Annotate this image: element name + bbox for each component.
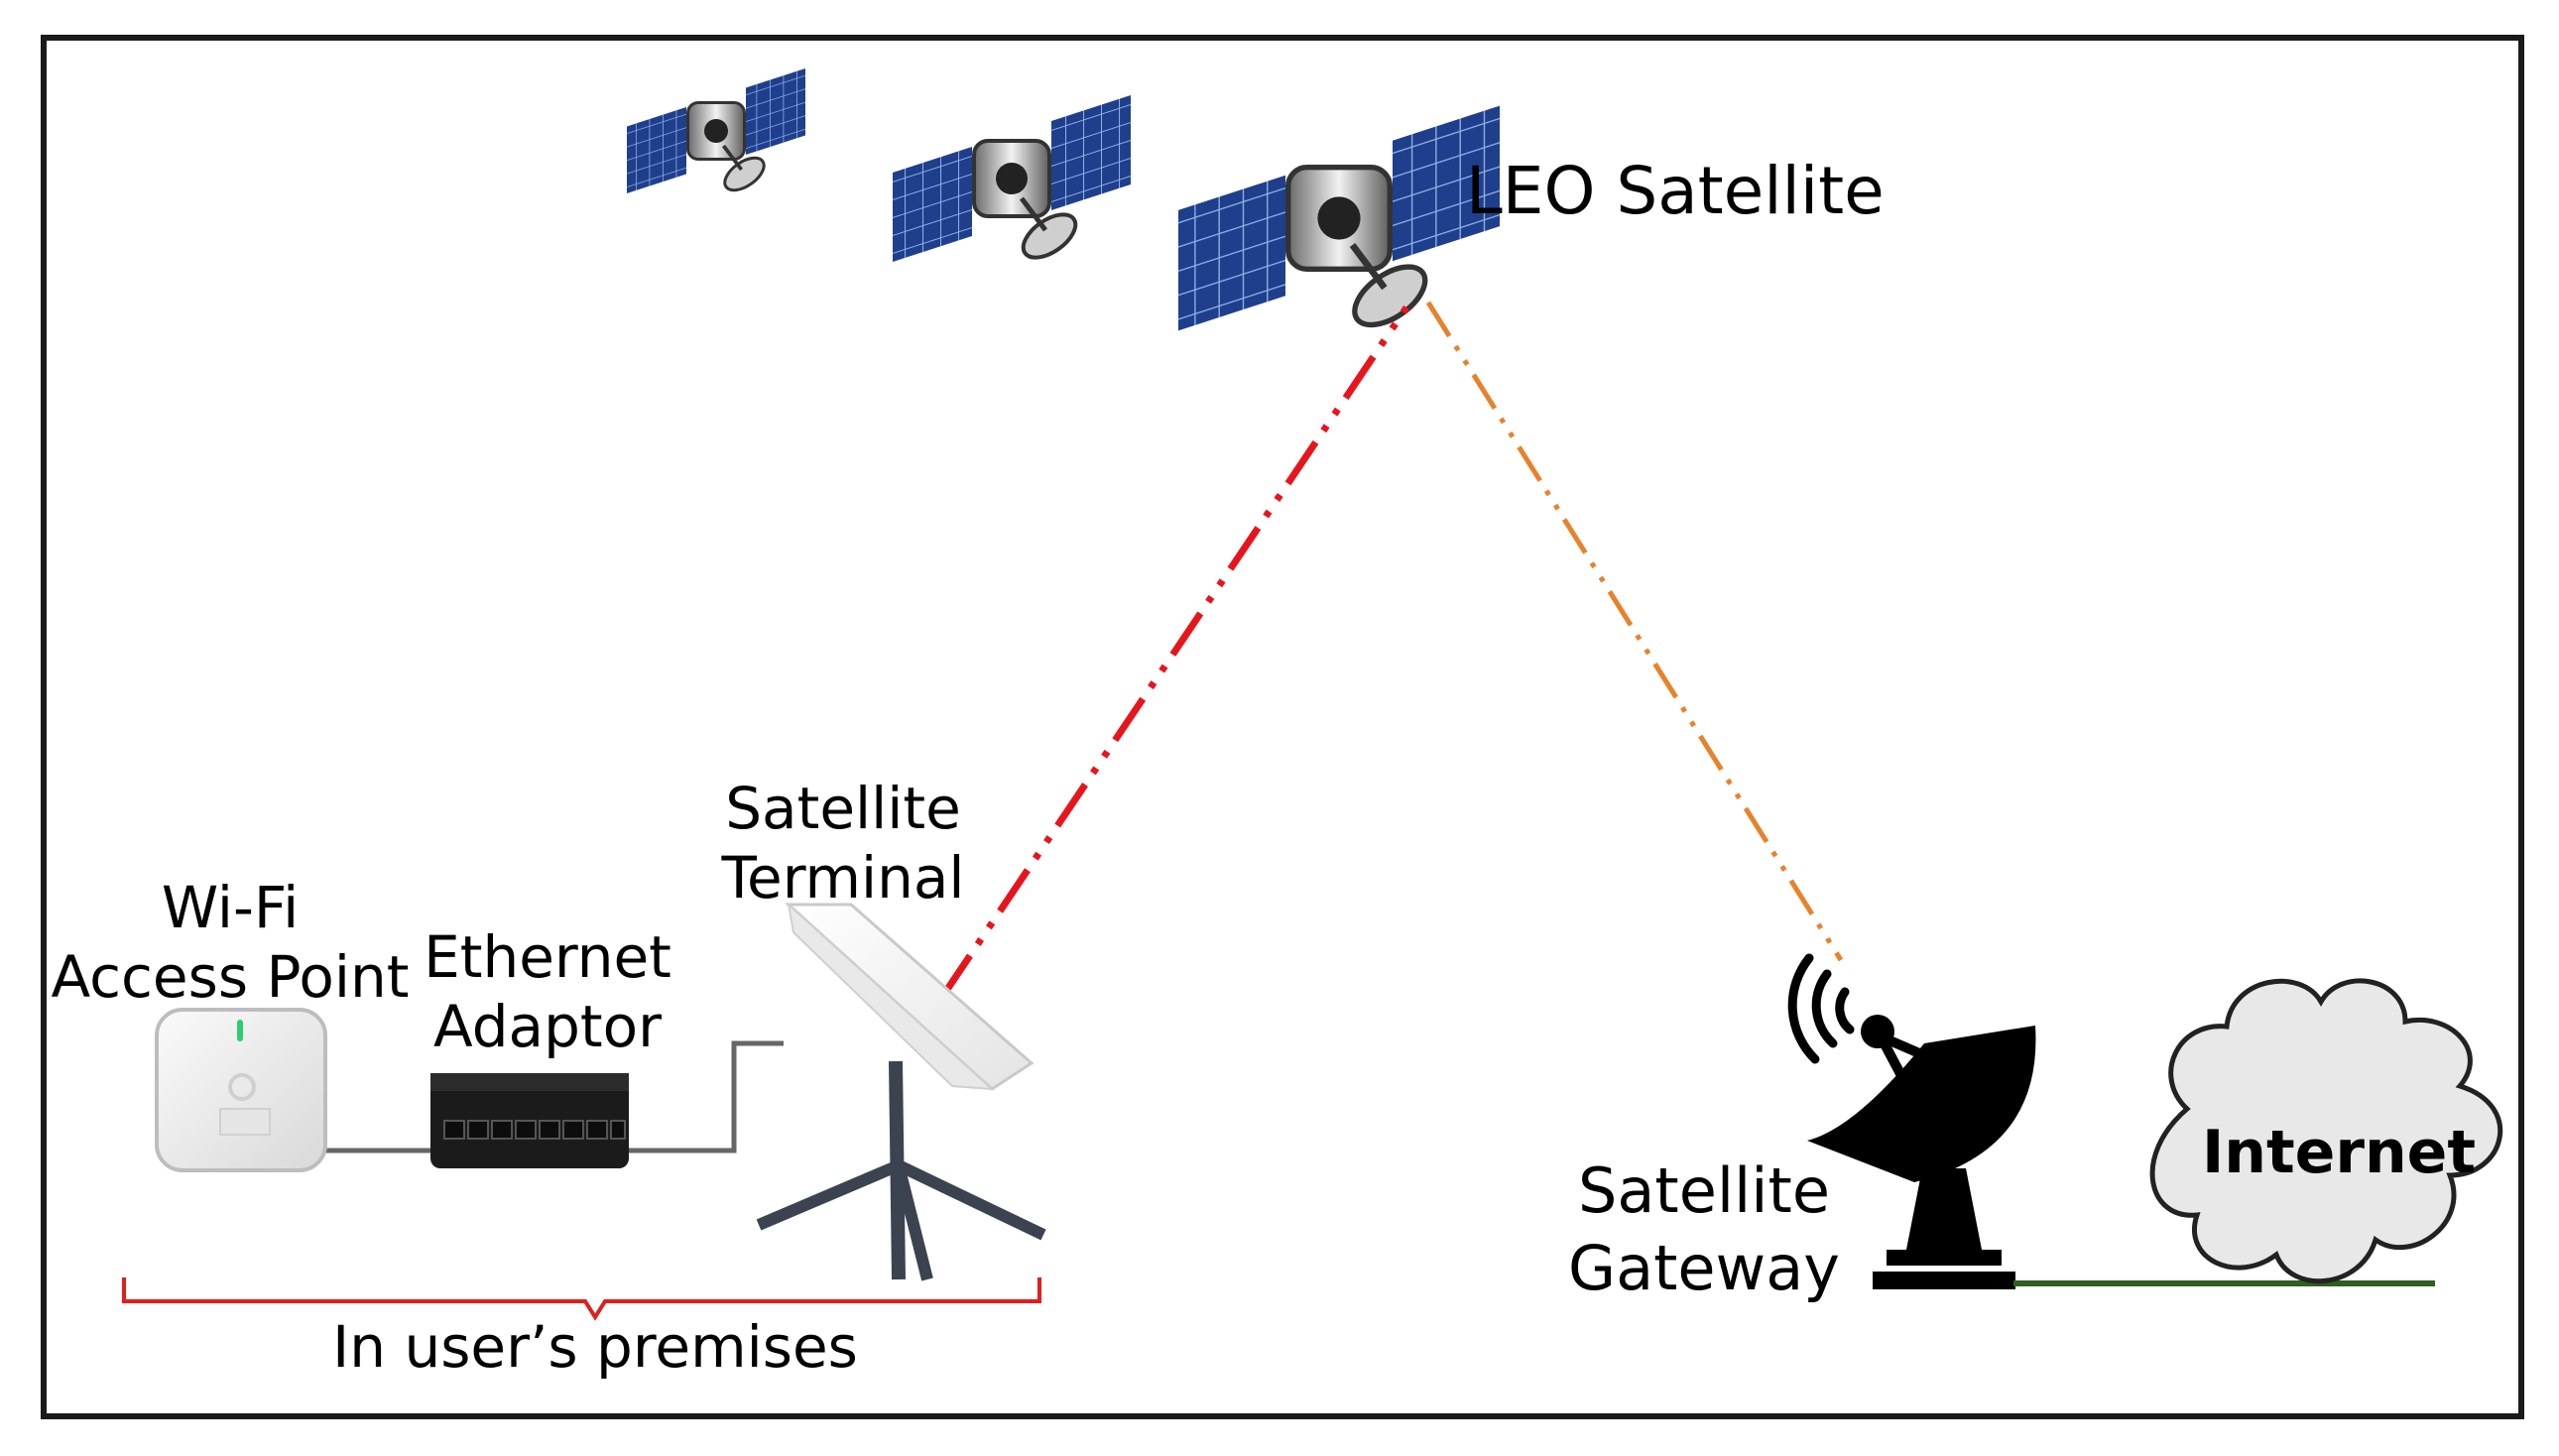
premises-brace [122,1277,1041,1321]
terminal-label-line2: Terminal [720,844,964,911]
wifi-label-line2: Access Point [52,943,410,1011]
satellite-icon-medium [893,95,1131,266]
satellite-icon [1178,106,1500,337]
terminal-satellite-link [939,305,1409,999]
terminal-label-line1: Satellite [725,775,961,842]
cloud-icon [2149,978,2503,1284]
gateway-label-line1: Satellite [1578,1154,1830,1227]
gateway-label-line2: Gateway [1568,1232,1840,1304]
wifi-access-point-icon [155,1008,327,1172]
diagram-border [41,35,2524,1419]
ethernet-label-line1: Ethernet [424,923,671,991]
satellite-terminal-icon [756,902,1046,1281]
premises-label: In user’s premises [332,1313,858,1381]
ethernet-switch-icon [430,1073,629,1168]
gateway-satellite-link [1425,301,1844,962]
ethernet-label-line2: Adaptor [433,993,662,1060]
satellite-icon-small [627,68,805,196]
leo-satellite-label: LEO Satellite [1466,153,1885,229]
wifi-label-line1: Wi-Fi [162,874,299,941]
satellite-gateway-dish-icon [1787,953,2036,1289]
internet-label: Internet [2202,1118,2476,1187]
